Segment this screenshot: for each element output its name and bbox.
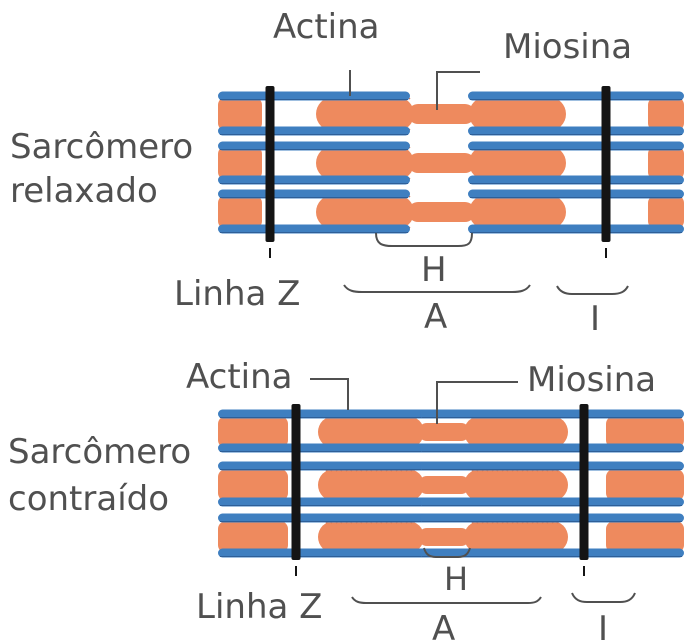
contracted-h-bracket — [423, 547, 471, 558]
relaxed-i-label: I — [590, 299, 600, 339]
contracted-actin-left-3 — [218, 461, 468, 471]
relaxed-myosin-filament-1-left-body — [316, 97, 414, 131]
relaxed-edge-myosin-right-1 — [648, 97, 684, 131]
contracted-actin-right-5 — [420, 513, 684, 523]
relaxed-i-bracket — [556, 285, 629, 295]
contracted-myosin-label: Miosina — [527, 360, 656, 400]
contracted-myosin-filament-1 — [318, 415, 568, 449]
relaxed-myosin-label: Miosina — [503, 27, 632, 67]
relaxed-myosin-filament-1-right-body — [469, 97, 566, 131]
contracted-i-label: I — [598, 609, 608, 644]
relaxed-edge-myosin-left-1 — [218, 97, 262, 131]
relaxed-z-line-2 — [601, 86, 611, 242]
relaxed-a-label: A — [424, 297, 447, 337]
contracted-myosin-filament-3-left-body — [318, 521, 424, 553]
contracted-filaments — [218, 404, 684, 576]
relaxed-myosin-filament-2-bare-zone — [408, 153, 475, 173]
contracted-myosin-filament-1-right-body — [464, 416, 568, 448]
contracted-edge-myosin-right-1 — [606, 416, 684, 448]
contracted-myosin-filament-2 — [318, 468, 568, 502]
relaxed-myosin-filament-2-left-body — [316, 146, 414, 180]
contracted-myosin-filament-2-left-body — [318, 469, 424, 501]
relaxed-actin-right-2 — [468, 126, 684, 136]
contracted-edge-myosin-left-2 — [218, 469, 288, 501]
contracted-a-bracket — [351, 596, 542, 604]
relaxed-actin-right-3 — [468, 141, 684, 151]
relaxed-myosin-filament-2-right-body — [469, 146, 566, 180]
relaxed-annotation-lines — [343, 70, 629, 295]
relaxed-actin-right-4 — [468, 175, 684, 185]
relaxed-zline-label: Linha Z — [174, 274, 300, 314]
contracted-h-label: H — [444, 560, 468, 598]
relaxed-myosin-filament-3-right-body — [469, 195, 566, 229]
contracted-actin-left-2 — [218, 443, 468, 453]
contracted-actin-leader — [310, 378, 349, 410]
contracted-actin-left-6 — [218, 548, 468, 558]
contracted-z-line-1 — [291, 404, 301, 560]
contracted-actin-right-1 — [420, 409, 684, 419]
relaxed-actin-label: Actina — [273, 7, 380, 47]
contracted-actin-right-4 — [420, 497, 684, 507]
relaxed-myosin-filament-1 — [316, 96, 566, 132]
contracted-actin-label: Actina — [186, 357, 293, 397]
relaxed-edge-myosin-right-3 — [648, 195, 684, 229]
relaxed-myosin-leader — [436, 71, 480, 110]
contracted-z-line-2 — [579, 404, 589, 560]
relaxed-edge-myosin-right-2 — [648, 146, 684, 180]
contracted-myosin-filament-3-right-body — [464, 521, 568, 553]
relaxed-myosin-filament-2 — [316, 145, 566, 181]
contracted-edge-myosin-left-3 — [218, 521, 288, 553]
contracted-myosin-leader — [436, 381, 518, 424]
relaxed-myosin-filament-1-bare-zone — [408, 104, 475, 124]
relaxed-z-line-1 — [265, 86, 275, 242]
contracted-actin-left-1 — [218, 409, 468, 419]
contracted-edge-myosin-left-1 — [218, 416, 288, 448]
contracted-actin-right-2 — [420, 443, 684, 453]
contracted-edge-myosin-right-3 — [606, 521, 684, 553]
relaxed-actin-right-1 — [468, 91, 684, 101]
relaxed-actin-right-5 — [468, 189, 684, 199]
relaxed-title-line2: relaxado — [10, 171, 158, 211]
contracted-i-bracket — [571, 592, 636, 603]
relaxed-edge-myosin-left-2 — [218, 146, 262, 180]
relaxed-title-line1: Sarcômero — [10, 127, 193, 167]
contracted-title-line1: Sarcômero — [8, 432, 191, 472]
contracted-myosin-filament-1-left-body — [318, 416, 424, 448]
contracted-zline-label: Linha Z — [196, 587, 322, 627]
contracted-title-line2: contraído — [8, 479, 169, 519]
contracted-edge-myosin-right-2 — [606, 469, 684, 501]
relaxed-filaments — [218, 86, 684, 258]
contracted-a-label: A — [432, 609, 455, 644]
contracted-myosin-filament-2-right-body — [464, 469, 568, 501]
relaxed-myosin-filament-3 — [316, 194, 566, 230]
relaxed-h-bracket — [375, 232, 473, 247]
relaxed-actin-right-6 — [468, 224, 684, 234]
relaxed-h-label: H — [421, 250, 447, 290]
contracted-myosin-filament-2-bare-zone — [418, 476, 470, 494]
contracted-actin-right-3 — [420, 461, 684, 471]
relaxed-a-bracket — [343, 284, 531, 293]
relaxed-sarcomere-panel: Actina Miosina Sarcômero relaxado Linha … — [10, 7, 684, 339]
contracted-actin-right-6 — [420, 548, 684, 558]
relaxed-myosin-filament-3-bare-zone — [408, 202, 475, 222]
contracted-myosin-filament-3 — [318, 520, 568, 554]
contracted-actin-left-5 — [218, 513, 468, 523]
contracted-myosin-filament-3-bare-zone — [418, 528, 470, 546]
contracted-actin-left-4 — [218, 497, 468, 507]
relaxed-myosin-filament-3-left-body — [316, 195, 414, 229]
contracted-myosin-filament-1-bare-zone — [418, 423, 470, 441]
contracted-sarcomere-panel: Actina Miosina Sarcômero contraído Linha… — [8, 357, 684, 644]
contracted-annotation-lines — [310, 378, 636, 604]
relaxed-edge-myosin-left-3 — [218, 195, 262, 229]
